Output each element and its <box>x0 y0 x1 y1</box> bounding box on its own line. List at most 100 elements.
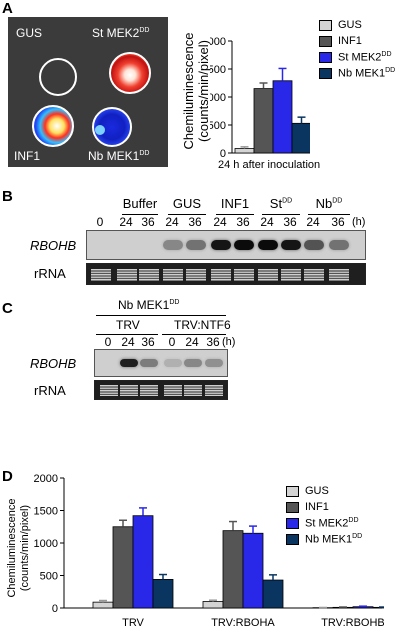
chart-a-y-tick-label: 2000 <box>210 36 226 48</box>
chart-d-y-tick-label: 2000 <box>34 474 58 485</box>
blot-c-row-rbohb: RBOHB <box>30 356 77 371</box>
blot-b-rrna-band <box>91 269 111 281</box>
panel-d-label: D <box>2 468 13 485</box>
chart-a-legend-sup: DD <box>381 51 392 58</box>
chart-a-y-tick-label: 1500 <box>210 64 226 76</box>
chart-a-legend-label: GUS <box>338 19 362 31</box>
leaf-label-nb: Nb MEK1DD <box>88 149 149 163</box>
chart-d-y-tick-label: 500 <box>40 571 58 583</box>
blot-b-rrna-band <box>304 269 324 281</box>
blot-b-group-line <box>262 214 300 215</box>
blot-b-rrna-band <box>281 269 301 281</box>
chart-a-legend-swatch <box>319 20 332 31</box>
chart-d-legend-text: INF1 <box>305 501 329 513</box>
blot-b-group-line <box>122 214 158 215</box>
blot-b-band <box>304 240 324 250</box>
blot-b-group-sup: DD <box>332 197 343 205</box>
blot-b-row-rbohb: RBOHB <box>30 238 77 253</box>
leaf-label-st: St MEK2DD <box>92 26 149 40</box>
chart-d-bar <box>132 515 154 609</box>
chart-a-legend-swatch <box>319 52 332 63</box>
blot-b-band <box>163 240 183 250</box>
chart-d-ylabel-line1: Chemiluminescence <box>6 497 18 598</box>
blot-b-group-text: GUS <box>172 196 202 211</box>
blot-c-time-label: 36 <box>141 335 155 349</box>
chart-a-bar <box>272 80 293 154</box>
chart-d-legend-label: INF1 <box>305 501 329 513</box>
blot-b-band <box>329 240 349 250</box>
blot-c-rrna-gel <box>94 380 228 400</box>
blot-b-rrna-band <box>117 269 137 281</box>
blot-c-band <box>184 359 202 367</box>
blot-c-time-label: 0 <box>168 335 176 349</box>
chart-a-legend-swatch <box>319 36 332 47</box>
blot-c-time-label: 36 <box>206 335 220 349</box>
blot-c-header: Nb MEK1DD <box>118 298 179 312</box>
blot-b-time-label: 36 <box>283 215 297 229</box>
panel-a-label: A <box>2 0 13 17</box>
chart-d-legend-sup: DD <box>348 517 359 524</box>
leaf-label-gus: GUS <box>16 26 43 40</box>
chart-a-legend-label: St MEK2DD <box>338 51 392 64</box>
chart-a-legend-text: St MEK2 <box>338 51 382 64</box>
blot-b-time-label: 24 <box>119 215 133 229</box>
blot-c-rrna-band <box>164 385 182 396</box>
chart-d-legend-swatch <box>286 486 299 497</box>
blot-c-band <box>205 359 223 367</box>
blot-b-group-label: INF1 <box>216 196 254 211</box>
chart-d-bar <box>262 579 284 609</box>
blot-c-group-line-1 <box>96 334 158 335</box>
chart-a-y-tick-label: 500 <box>210 120 226 132</box>
blot-b-time-label: 24 <box>165 215 179 229</box>
chart-d-y-tick-label: 1500 <box>34 506 58 518</box>
panel-c-label: C <box>2 300 13 317</box>
blot-b-group-line <box>216 214 254 215</box>
blot-c-time-label: 0 <box>104 335 112 349</box>
blot-b-time-label: 36 <box>331 215 345 229</box>
chart-d-bar <box>202 601 224 609</box>
blot-c-rrna-band <box>100 385 118 396</box>
chart-d-x-tick-label: TRV <box>122 617 144 629</box>
chart-a-bar <box>253 88 274 154</box>
chart-d-legend-swatch <box>286 502 299 513</box>
blot-c-band <box>140 359 158 367</box>
chart-a-legend-sup: DD <box>385 67 396 74</box>
blot-b-rrna-band <box>186 269 206 281</box>
chart-a-bar <box>234 148 255 154</box>
chart-d-bar <box>92 601 114 609</box>
blot-c-row-rrna: rRNA <box>34 383 66 398</box>
panel-b-label: B <box>2 188 13 205</box>
blot-b-rrna-band <box>234 269 254 281</box>
leaf-label-st-sup: DD <box>139 27 150 34</box>
chart-a-bar <box>291 122 310 154</box>
blot-c-group-trvntf6: TRV:NTF6 <box>174 318 231 332</box>
leaf-image-drawing <box>32 52 151 147</box>
leaf-label-st-text: St MEK2 <box>92 26 140 40</box>
blot-c-band <box>120 359 138 367</box>
chart-a-legend-text: Nb MEK1 <box>338 67 386 80</box>
blot-c-band <box>164 359 182 367</box>
blot-c-rbohb-gel <box>94 349 228 377</box>
blot-b-rrna-band <box>329 269 349 281</box>
blot-b-group-line <box>308 214 350 215</box>
blot-b-rrna-band <box>139 269 159 281</box>
blot-b-group-label: Buffer <box>122 196 158 211</box>
chart-a-ylabel-line1: Chemiluminescence <box>181 32 196 150</box>
chart-d-ylabel-line2: (counts/min/pixel) <box>19 504 31 591</box>
blot-b-band <box>258 240 278 250</box>
blot-b-time-label: 24 <box>260 215 274 229</box>
chart-d-ylabel: Chemiluminescence (counts/min/pixel) <box>2 480 36 615</box>
blot-b-time-label: 36 <box>236 215 250 229</box>
chart-a-y-tick-label: 1000 <box>210 92 226 104</box>
chart-a-legend-label: Nb MEK1DD <box>338 67 395 80</box>
blot-c-header-text: Nb MEK1 <box>118 298 170 312</box>
blot-c-unit: (h) <box>222 336 236 348</box>
blot-b-rrna-gel <box>86 263 366 285</box>
chart-d-legend-label: GUS <box>305 485 329 497</box>
chart-d-bar <box>242 532 264 609</box>
chart-d-x-tick-label: TRV:RBOHA <box>211 617 275 629</box>
chart-d-legend-text: St MEK2 <box>305 517 349 530</box>
chart-a-xlabel: 24 h after inoculation <box>218 159 321 171</box>
